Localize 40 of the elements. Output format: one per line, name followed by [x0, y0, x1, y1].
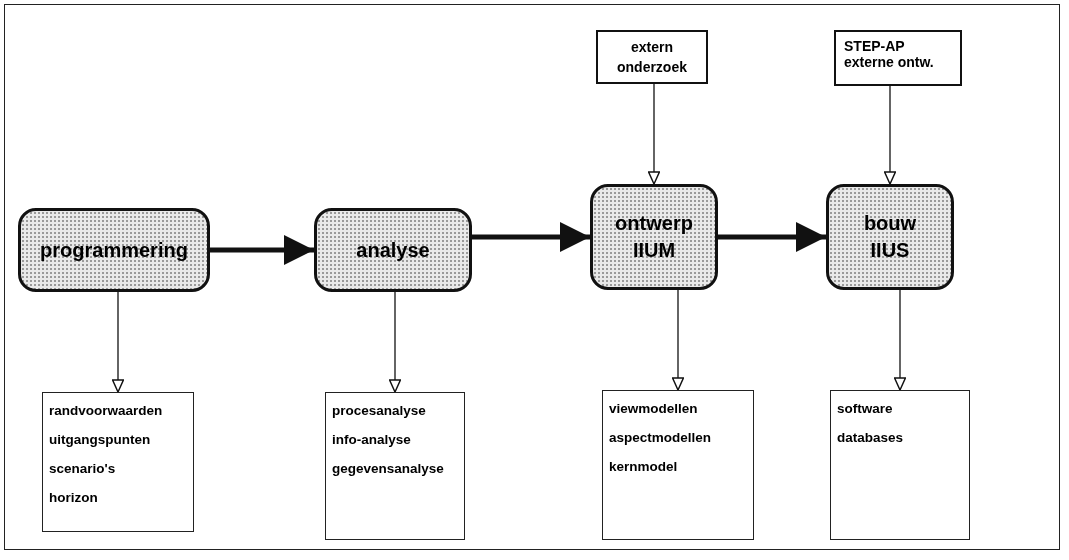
node-label: randvoorwaarden: [49, 403, 164, 418]
node-label: scenario's: [49, 461, 117, 476]
node-label: programmering: [40, 237, 188, 263]
node-label: databases: [837, 430, 905, 445]
node-label: kernmodel: [609, 459, 679, 474]
node-label: ontwerp: [615, 211, 693, 236]
node-label: extern onderzoek: [616, 38, 688, 77]
node-label: procesanalyse: [332, 403, 427, 418]
arrow: [111, 291, 125, 393]
process-box: [314, 208, 472, 292]
node-label: software: [837, 401, 894, 416]
node-label: uitgangspunten: [49, 432, 152, 447]
node-label: analyse: [356, 237, 430, 263]
output-list-box: [42, 392, 194, 532]
arrow: [671, 289, 685, 391]
output-list-box: [325, 392, 465, 540]
node-label: gegevensanalyse: [332, 461, 445, 476]
arrow: [883, 85, 897, 185]
output-list-box: [602, 390, 754, 540]
process-box: [18, 208, 210, 292]
node-label: STEP-AP: [844, 38, 906, 54]
arrow: [647, 83, 661, 185]
flow-arrow: [718, 222, 826, 252]
process-box: [590, 184, 718, 290]
input-box: [834, 30, 962, 86]
input-box: [596, 30, 708, 84]
flow-arrow: [472, 222, 590, 252]
node-label: bouw: [863, 211, 917, 236]
node-label: IIUS: [870, 238, 910, 263]
node-label: viewmodellen: [609, 401, 699, 416]
node-label: info-analyse: [332, 432, 412, 447]
flow-arrow: [210, 235, 314, 265]
process-box: [826, 184, 954, 290]
node-label: aspectmodellen: [609, 430, 713, 445]
node-label: externe ontw.: [844, 54, 935, 70]
arrow: [388, 291, 402, 393]
node-label: horizon: [49, 490, 99, 505]
node-label: IIUM: [632, 238, 676, 263]
arrow: [893, 289, 907, 391]
output-list-box: [830, 390, 970, 540]
